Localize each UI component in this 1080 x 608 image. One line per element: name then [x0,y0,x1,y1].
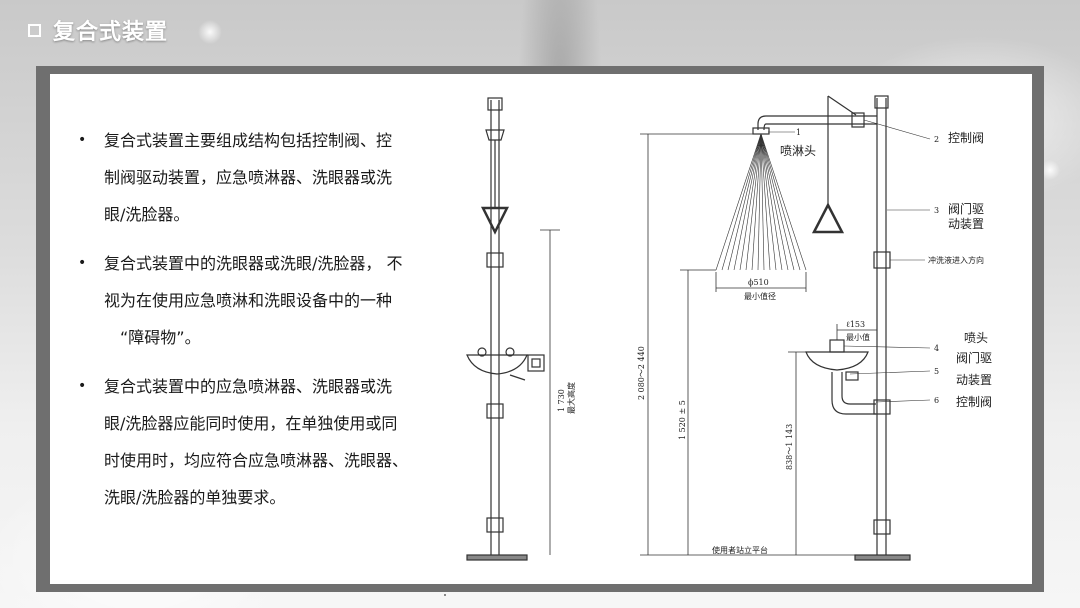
label-control-valve-top: 控制阀 [948,131,984,145]
bullet-2-line-1: 复合式装置中的洗眼器或洗眼/洗脸器， 不 [104,254,403,273]
dim-max-height: 最大高度 [566,382,576,414]
bullet-1-line-1: 复合式装置主要组成结构包括控制阀、控 [104,131,393,150]
bullet-item-3: 复合式装置中的应急喷淋器、洗眼器或洗 眼/洗脸器应能同时使用，在单独使用或同 时… [76,368,446,516]
callout-6: 6 [934,396,939,405]
label-valve-drive-1a: 阀门驱 [948,201,984,216]
label-valve-drive-1b: 动装置 [948,217,984,231]
label-nozzle: 喷头 [964,331,988,345]
bullet-list: 复合式装置主要组成结构包括控制阀、控 制阀驱动装置，应急喷淋器、洗眼器或洗 眼/… [76,122,446,516]
footer-dot [444,594,446,596]
bullet-item-2: 复合式装置中的洗眼器或洗眼/洗脸器， 不 视为在使用应急喷淋和洗眼设备中的一种 … [76,245,446,356]
callout-1: 1 [796,128,801,137]
label-flush-direction: 冲洗液进入方向 [928,255,984,265]
dim-height-head: 1 520 ± 5 [678,400,687,440]
dim-1730: 1 730 [557,389,566,412]
slide-title-bar: 复合式装置 [28,14,168,46]
title-square-icon [28,23,41,37]
bullet-2-line-3: “障碍物”。 [120,328,201,347]
bullet-3-line-2: 眼/洗脸器应能同时使用，在单独使用或同 [104,414,398,433]
dim-height-total: 2 080～2 440 [637,346,646,400]
bullet-3-line-3: 时使用时，均应符合应急喷淋器、洗眼器、 [104,451,409,470]
label-diameter: ϕ510 [748,278,769,287]
bullet-1-line-2: 制阀驱动装置，应急喷淋器、洗眼器或洗 [104,168,393,187]
bullet-item-1: 复合式装置主要组成结构包括控制阀、控 制阀驱动装置，应急喷淋器、洗眼器或洗 眼/… [76,122,446,233]
callout-5: 5 [934,367,939,376]
label-valve-drive-2b: 动装置 [956,373,992,387]
label-platform: 使用者站立平台 [712,545,768,555]
slide-title: 复合式装置 [53,20,169,45]
bullet-1-line-3: 眼/洗脸器。 [104,205,190,224]
dim-height-basin: 838～1 143 [785,424,794,470]
callout-2: 2 [934,135,939,144]
label-valve-drive-2a: 阀门驱 [956,350,992,365]
callout-4: 4 [934,344,939,353]
label-control-valve-bottom: 控制阀 [956,395,992,409]
bullet-2-line-2: 视为在使用应急喷淋和洗眼设备中的一种 [104,291,393,310]
combination-unit-diagram: 1 喷淋头 2 控制阀 3 阀门驱 动装置 冲洗液进入方向 ϕ510 最小值径 … [466,95,992,561]
front-view-unit [640,95,931,561]
callout-3: 3 [934,206,939,215]
label-153: ℓ153 [846,320,865,329]
side-view-unit [466,97,560,561]
label-shower-head: 喷淋头 [780,144,816,158]
bullet-3-line-1: 复合式装置中的应急喷淋器、洗眼器或洗 [104,377,393,396]
label-min-value: 最小值 [846,332,870,342]
bullet-3-line-4: 洗眼/洗脸器的单独要求。 [104,488,286,507]
label-min-diameter: 最小值径 [744,291,776,301]
